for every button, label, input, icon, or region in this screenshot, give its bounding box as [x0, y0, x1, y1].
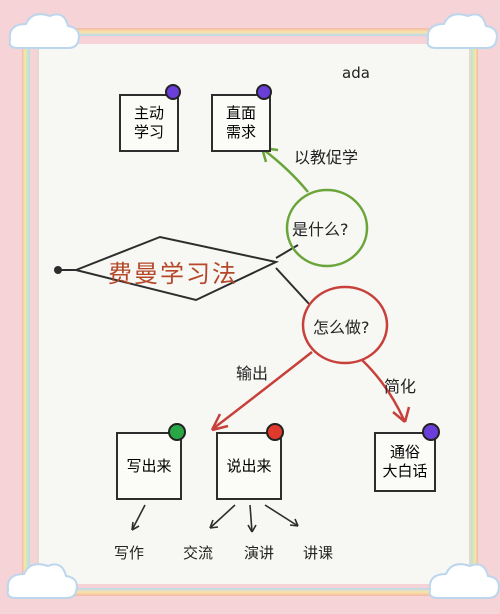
author-name: ada — [342, 64, 370, 82]
central-topic: 费曼学习法 — [108, 260, 238, 288]
card-label: 直面 需求 — [225, 104, 256, 141]
leaf-writing: 写作 — [114, 544, 145, 562]
pin-icon — [256, 84, 272, 100]
leaf-speech: 演讲 — [244, 544, 275, 562]
card-active-learning: 主动 学习 — [119, 94, 179, 152]
output-label: 输出 — [236, 364, 269, 383]
leaf-communication: 交流 — [183, 544, 214, 562]
pin-icon — [168, 423, 186, 441]
what-question: 是什么? — [292, 220, 349, 239]
card-label: 说出来 — [226, 456, 272, 475]
card-label: 主动 学习 — [133, 104, 164, 141]
how-question: 怎么做? — [313, 318, 370, 337]
card-speak-out: 说出来 — [216, 432, 282, 500]
simplify-label: 简化 — [384, 377, 417, 396]
pin-icon — [165, 84, 181, 100]
top-rainbow-rail — [40, 28, 460, 36]
card-face-needs: 直面 需求 — [211, 94, 271, 152]
left-rainbow-rail — [22, 40, 30, 585]
card-label: 通俗 大白话 — [382, 443, 428, 480]
card-plain-language: 通俗 大白话 — [374, 432, 436, 492]
central-diamond — [72, 235, 280, 302]
what-circle — [285, 188, 369, 268]
pin-icon — [266, 423, 284, 441]
pin-icon — [422, 423, 440, 441]
how-circle — [301, 285, 389, 365]
start-dot — [54, 266, 62, 274]
right-rainbow-rail — [470, 40, 478, 585]
bottom-rainbow-rail — [40, 588, 460, 596]
card-write-out: 写出来 — [116, 432, 182, 500]
teach-to-learn-label: 以教促学 — [294, 148, 359, 167]
card-label: 写出来 — [126, 456, 172, 475]
leaf-lecture: 讲课 — [303, 544, 334, 562]
